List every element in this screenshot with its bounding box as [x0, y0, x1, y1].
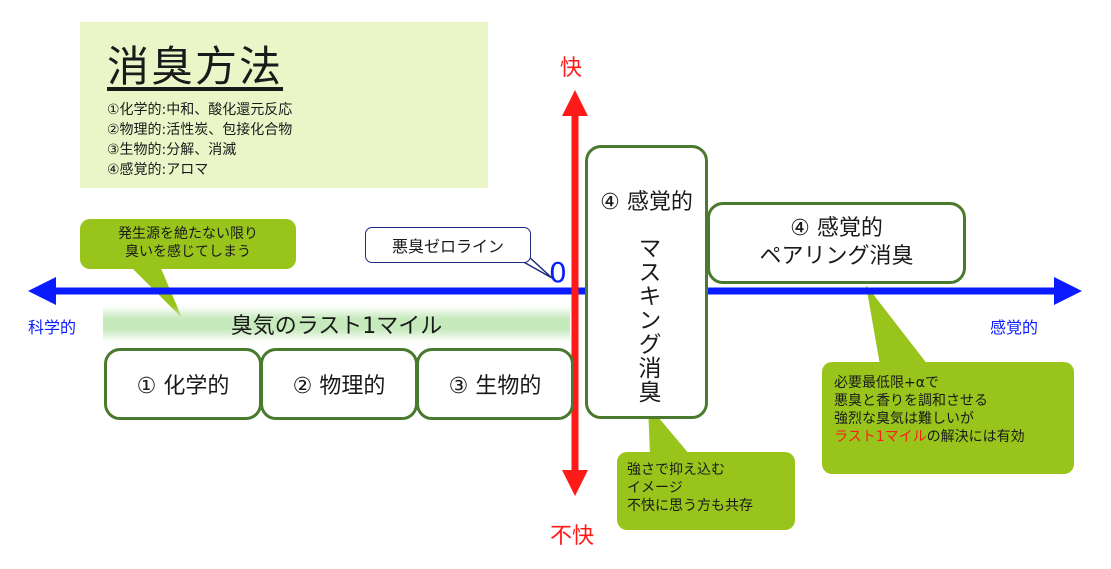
pairing-callout: 必要最低限+αで 悪臭と香りを調和させる 強烈な臭気は難しいが ラスト1マイルの…	[822, 362, 1074, 474]
axis-right-label: 感覚的	[990, 318, 1039, 337]
method-item: ④感覚的:アロマ	[107, 162, 209, 178]
zero-label: 0	[549, 256, 567, 289]
pairing-title: ④ 感覚的	[790, 216, 883, 241]
method-list: ①化学的:中和、酸化還元反応 ②物理的:活性炭、包接化合物 ③生物的:分解、消滅…	[107, 100, 292, 180]
page-title: 消臭方法	[107, 42, 284, 91]
masking-callout: 強さで抑え込む イメージ 不快に思う方も共存	[617, 452, 795, 530]
last-mile-band	[103, 306, 570, 342]
callout-line: 不快に思う方も共存	[627, 498, 753, 514]
title-panel	[80, 22, 488, 188]
last-mile-highlight: ラスト1マイル	[834, 429, 927, 445]
source-callout: 発生源を絶たない限り 臭いを感じてしまう	[80, 219, 296, 269]
callout-line: 強烈な臭気は難しいが	[834, 411, 974, 427]
callout-line: 発生源を絶たない限り	[118, 226, 258, 242]
chemical-box: ① 化学的	[104, 348, 262, 420]
masking-subtitle: マスキング消臭	[634, 236, 660, 404]
masking-box: ④ 感覚的 マスキング消臭	[585, 145, 708, 419]
callout-line: イメージ	[627, 480, 683, 496]
callout-line: ラスト1マイルの解決には有効	[834, 428, 1062, 446]
callout-line: 臭いを感じてしまう	[125, 244, 251, 260]
axis-right-arrow	[1054, 277, 1082, 305]
axis-up-arrow	[562, 90, 588, 116]
physical-box: ② 物理的	[260, 348, 418, 420]
method-item: ②物理的:活性炭、包接化合物	[107, 122, 293, 138]
callout-line: 強さで抑え込む	[627, 462, 725, 478]
callout-line: 悪臭と香りを調和させる	[834, 393, 988, 409]
axis-bottom-label: 不快	[550, 524, 595, 549]
last-mile-label: 臭気のラスト1マイル	[230, 314, 443, 339]
pairing-subtitle: ペアリング消臭	[759, 244, 914, 269]
callout-line-rest: の解決には有効	[926, 429, 1025, 445]
biological-box: ③ 生物的	[416, 348, 574, 420]
pair-callout-tail	[866, 285, 928, 365]
masking-title: ④ 感覚的	[600, 190, 693, 215]
pairing-box: ④ 感覚的 ペアリング消臭	[707, 202, 966, 284]
callout-line: 必要最低限+αで	[834, 375, 939, 391]
method-item: ③生物的:分解、消滅	[107, 142, 237, 158]
method-item: ①化学的:中和、酸化還元反応	[107, 102, 293, 118]
axis-down-arrow	[562, 470, 588, 496]
axis-top-label: 快	[560, 56, 583, 81]
axis-left-label: 科学的	[28, 318, 77, 337]
axis-left-arrow	[28, 277, 56, 305]
zero-line-callout: 悪臭ゼロライン	[365, 227, 531, 263]
